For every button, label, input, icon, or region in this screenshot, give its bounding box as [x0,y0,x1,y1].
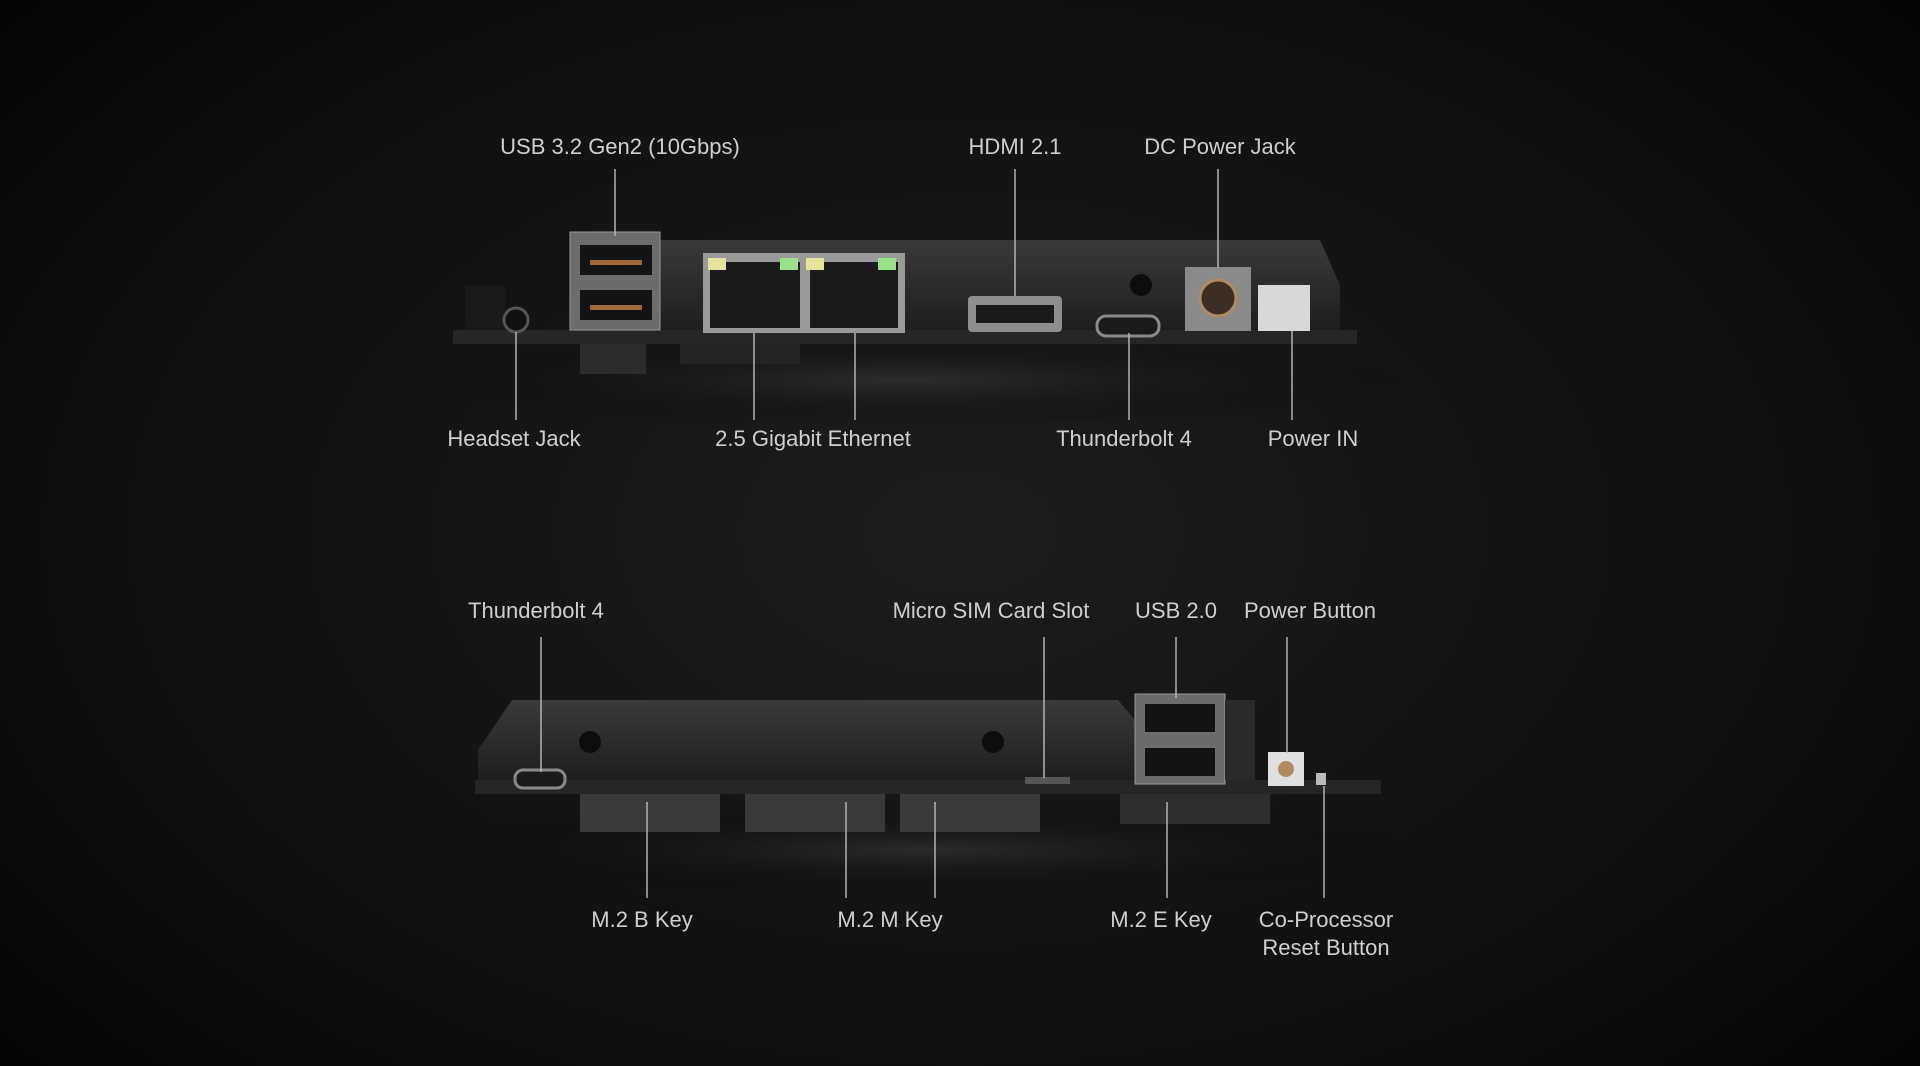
pcb [475,780,1381,794]
bottom-board [408,693,1448,895]
coproc-reset-button [1316,773,1326,785]
label-thunderbolt-bottom: Thunderbolt 4 [468,598,604,623]
ethernet-ports [703,253,905,333]
label-sim-slot: Micro SIM Card Slot [892,598,1090,623]
headset-jack [502,306,530,334]
label-coprocessor-reset: Co-Processor Reset Button [1259,906,1393,962]
heatsink [478,700,1135,780]
screw-hole [1130,274,1152,296]
label-power-button: Power Button [1243,598,1377,623]
label-m2-b-key: M.2 B Key [591,907,693,932]
label-usb32: USB 3.2 Gen2 (10Gbps) [500,134,740,159]
label-ethernet: 2.5 Gigabit Ethernet [715,426,911,451]
m2-e-slot [1120,794,1270,824]
label-m2-e-key: M.2 E Key [1110,907,1212,932]
label-hdmi: HDMI 2.1 [968,134,1062,159]
label-usb20: USB 2.0 [1135,598,1217,623]
label-power-in: Power IN [1267,426,1359,451]
m2-m-slot-a [745,794,885,832]
label-thunderbolt-top: Thunderbolt 4 [1056,426,1192,451]
power-in-connector [1258,285,1310,331]
top-board [385,231,1425,425]
label-coprocessor-line2: Reset Button [1262,935,1390,960]
label-m2-m-key: M.2 M Key [837,907,943,932]
leader-lines [515,169,1325,898]
dc-power-jack [1185,267,1251,331]
label-coprocessor-line1: Co-Processor [1258,907,1394,932]
label-dc-power-jack: DC Power Jack [1144,134,1296,159]
hdmi-port [968,296,1062,332]
thunderbolt-port [513,768,567,790]
label-headset-jack: Headset Jack [447,426,581,451]
usb32-ports [569,231,661,331]
sim-slot [1025,777,1070,784]
m2-b-slot [580,794,720,832]
m2-m-slot-b [900,794,1040,832]
usb20-ports [1134,693,1226,785]
thunderbolt-port [1095,314,1161,338]
